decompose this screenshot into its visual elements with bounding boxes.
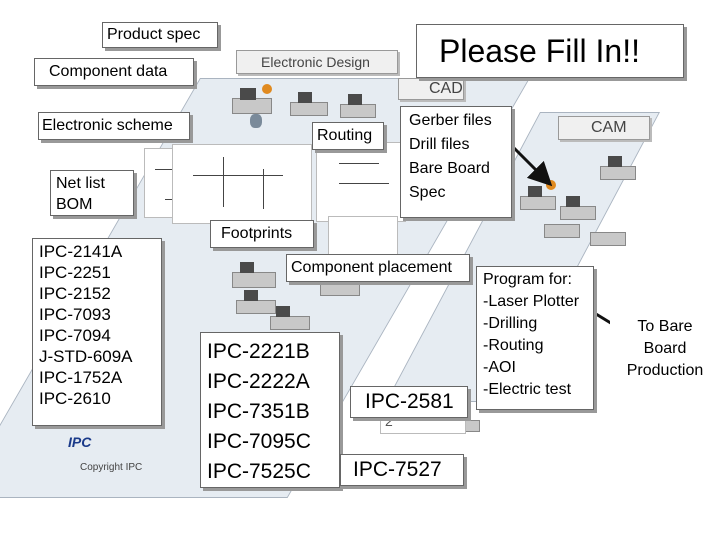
program-item: -AOI: [483, 359, 516, 376]
cam-sign: CAM: [558, 116, 650, 140]
ipc-logo: IPC: [68, 434, 128, 456]
workstation-monitor: [608, 156, 622, 167]
bom-text: BOM: [56, 196, 93, 213]
workstation-monitor: [244, 290, 258, 301]
program-item: -Electric test: [483, 381, 572, 398]
workstation-monitor: [240, 262, 254, 273]
workstation-monitor: [528, 186, 542, 197]
workstation-desk: [590, 232, 626, 246]
electronic-scheme-label: Electronic scheme: [38, 112, 190, 140]
standard-item: IPC-2222A: [207, 370, 310, 393]
product-spec-label: Product spec: [102, 22, 218, 48]
standard-item: IPC-2221B: [207, 340, 310, 363]
program-title: Program for:: [483, 271, 572, 288]
ipc-logo-text: IPC: [68, 434, 92, 450]
workstation-desk: [232, 272, 276, 288]
standard-item: IPC-2251: [39, 263, 111, 282]
footprints-label: Footprints: [210, 220, 314, 248]
cad-sign: CAD: [398, 78, 464, 100]
drill-text: Drill files: [409, 136, 470, 153]
program-item: -Laser Plotter: [483, 293, 580, 310]
electronic-design-sign: Electronic Design: [236, 50, 398, 74]
middle-standards-list: IPC-2221B IPC-2222A IPC-7351B IPC-7095C …: [200, 332, 340, 488]
spec-text: Spec: [409, 184, 446, 201]
standard-item: IPC-2610: [39, 389, 111, 408]
to-bare-board-label: To Bare Board Production: [610, 310, 720, 386]
to-bare-text: To Bare: [637, 318, 693, 335]
program-item: -Routing: [483, 337, 544, 354]
workstation-monitor: [566, 196, 580, 207]
standard-item: IPC-2152: [39, 284, 111, 303]
copyright-text: Copyright IPC: [80, 462, 143, 473]
bare-board-text: Bare Board: [409, 160, 490, 177]
component-placement-label: Component placement: [286, 254, 470, 282]
plant-icon: [262, 84, 272, 94]
standard-item: IPC-2141A: [39, 242, 123, 261]
arrow-gerber-to-cam: [512, 146, 553, 187]
net-list-text: Net list: [56, 175, 105, 192]
standard-item: IPC-7093: [39, 305, 111, 324]
standard-item: IPC-7351B: [207, 400, 310, 423]
workstation-monitor: [298, 92, 312, 103]
workstation-monitor: [240, 88, 256, 100]
standard-item: IPC-7095C: [207, 430, 311, 453]
standard-item: IPC-1752A: [39, 368, 123, 387]
net-list-bom-label: Net list BOM: [50, 170, 134, 216]
gerber-text: Gerber files: [409, 112, 492, 129]
workstation-monitor: [276, 306, 290, 317]
program-item: -Drilling: [483, 315, 538, 332]
standard-item: J-STD-609A: [39, 347, 133, 366]
ipc-7527-label: IPC-7527: [340, 454, 464, 486]
schematic-drawing: [172, 144, 312, 224]
program-label: Program for: -Laser Plotter -Drilling -R…: [476, 266, 594, 410]
routing-label: Routing: [312, 122, 384, 150]
ipc-2581-label: IPC-2581: [350, 386, 468, 418]
standard-item: IPC-7094: [39, 326, 111, 345]
board-text: Board: [643, 340, 687, 357]
left-standards-list: IPC-2141A IPC-2251 IPC-2152 IPC-7093 IPC…: [32, 238, 162, 426]
component-data-label: Component data: [34, 58, 194, 86]
gerber-files-label: Gerber files Drill files Bare Board Spec: [400, 106, 512, 218]
please-fill-in-label: Please Fill In!!: [416, 24, 684, 78]
workstation-desk: [544, 224, 580, 238]
standard-item: IPC-7525C: [207, 460, 311, 483]
production-text: Production: [626, 362, 704, 379]
workstation-chair: [250, 114, 262, 128]
workstation-monitor: [348, 94, 362, 105]
workstation-desk: [270, 316, 310, 330]
